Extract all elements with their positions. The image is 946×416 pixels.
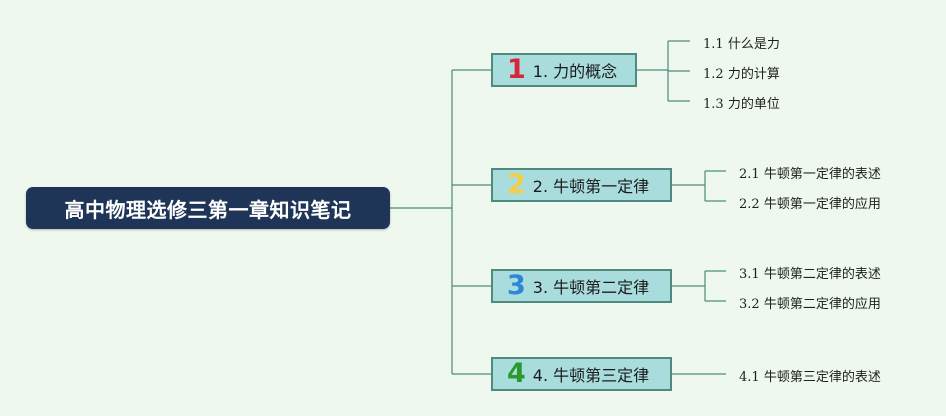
branch-node-2[interactable]: 2 2. 牛顿第一定律	[491, 168, 672, 202]
number-badge-4: 4	[507, 357, 526, 389]
connector-b1-children	[637, 40, 690, 102]
leaf-node-4-1[interactable]: 4.1 牛顿第三定律的表述	[739, 366, 881, 385]
number-badge-1: 1	[507, 53, 526, 85]
leaf-number: 1.3	[703, 97, 724, 112]
root-node[interactable]: 高中物理选修三第一章知识笔记	[26, 187, 390, 229]
leaf-number: 1.2	[703, 67, 724, 82]
leaf-text: 牛顿第三定律的表述	[763, 370, 881, 385]
number-badge-3: 3	[507, 269, 526, 301]
leaf-text: 什么是力	[727, 37, 780, 52]
leaf-text: 牛顿第二定律的表述	[763, 267, 881, 282]
leaf-number: 4.1	[739, 370, 760, 385]
leaf-node-2-2[interactable]: 2.2 牛顿第一定律的应用	[739, 193, 881, 212]
branch-label: 4. 牛顿第三定律	[532, 366, 650, 385]
branch-label: 2. 牛顿第一定律	[532, 177, 650, 196]
root-title: 高中物理选修三第一章知识笔记	[64, 197, 352, 222]
leaf-text: 牛顿第一定律的表述	[763, 167, 881, 182]
leaf-text: 牛顿第二定律的应用	[763, 297, 881, 312]
leaf-node-2-1[interactable]: 2.1 牛顿第一定律的表述	[739, 163, 881, 182]
leaf-number: 3.1	[739, 267, 760, 282]
leaf-text: 牛顿第一定律的应用	[763, 197, 881, 212]
leaf-number: 3.2	[739, 297, 760, 312]
leaf-node-1-2[interactable]: 1.2 力的计算	[703, 63, 780, 82]
leaf-node-3-1[interactable]: 3.1 牛顿第二定律的表述	[739, 263, 881, 282]
connector-b3-children	[672, 270, 726, 302]
branch-label: 3. 牛顿第二定律	[532, 278, 650, 297]
leaf-node-3-2[interactable]: 3.2 牛顿第二定律的应用	[739, 293, 881, 312]
leaf-number: 2.2	[739, 197, 760, 212]
leaf-node-1-3[interactable]: 1.3 力的单位	[703, 93, 780, 112]
number-badge-2: 2	[507, 168, 526, 200]
leaf-number: 2.1	[739, 167, 760, 182]
leaf-node-1-1[interactable]: 1.1 什么是力	[703, 33, 780, 52]
branch-node-1[interactable]: 1 1. 力的概念	[491, 53, 637, 87]
branch-label: 1. 力的概念	[532, 62, 618, 81]
connector-b2-children	[672, 170, 726, 202]
leaf-number: 1.1	[703, 37, 724, 52]
leaf-text: 力的计算	[727, 67, 780, 82]
branch-node-3[interactable]: 3 3. 牛顿第二定律	[491, 269, 672, 303]
branch-node-4[interactable]: 4 4. 牛顿第三定律	[491, 357, 672, 391]
leaf-text: 力的单位	[727, 97, 780, 112]
